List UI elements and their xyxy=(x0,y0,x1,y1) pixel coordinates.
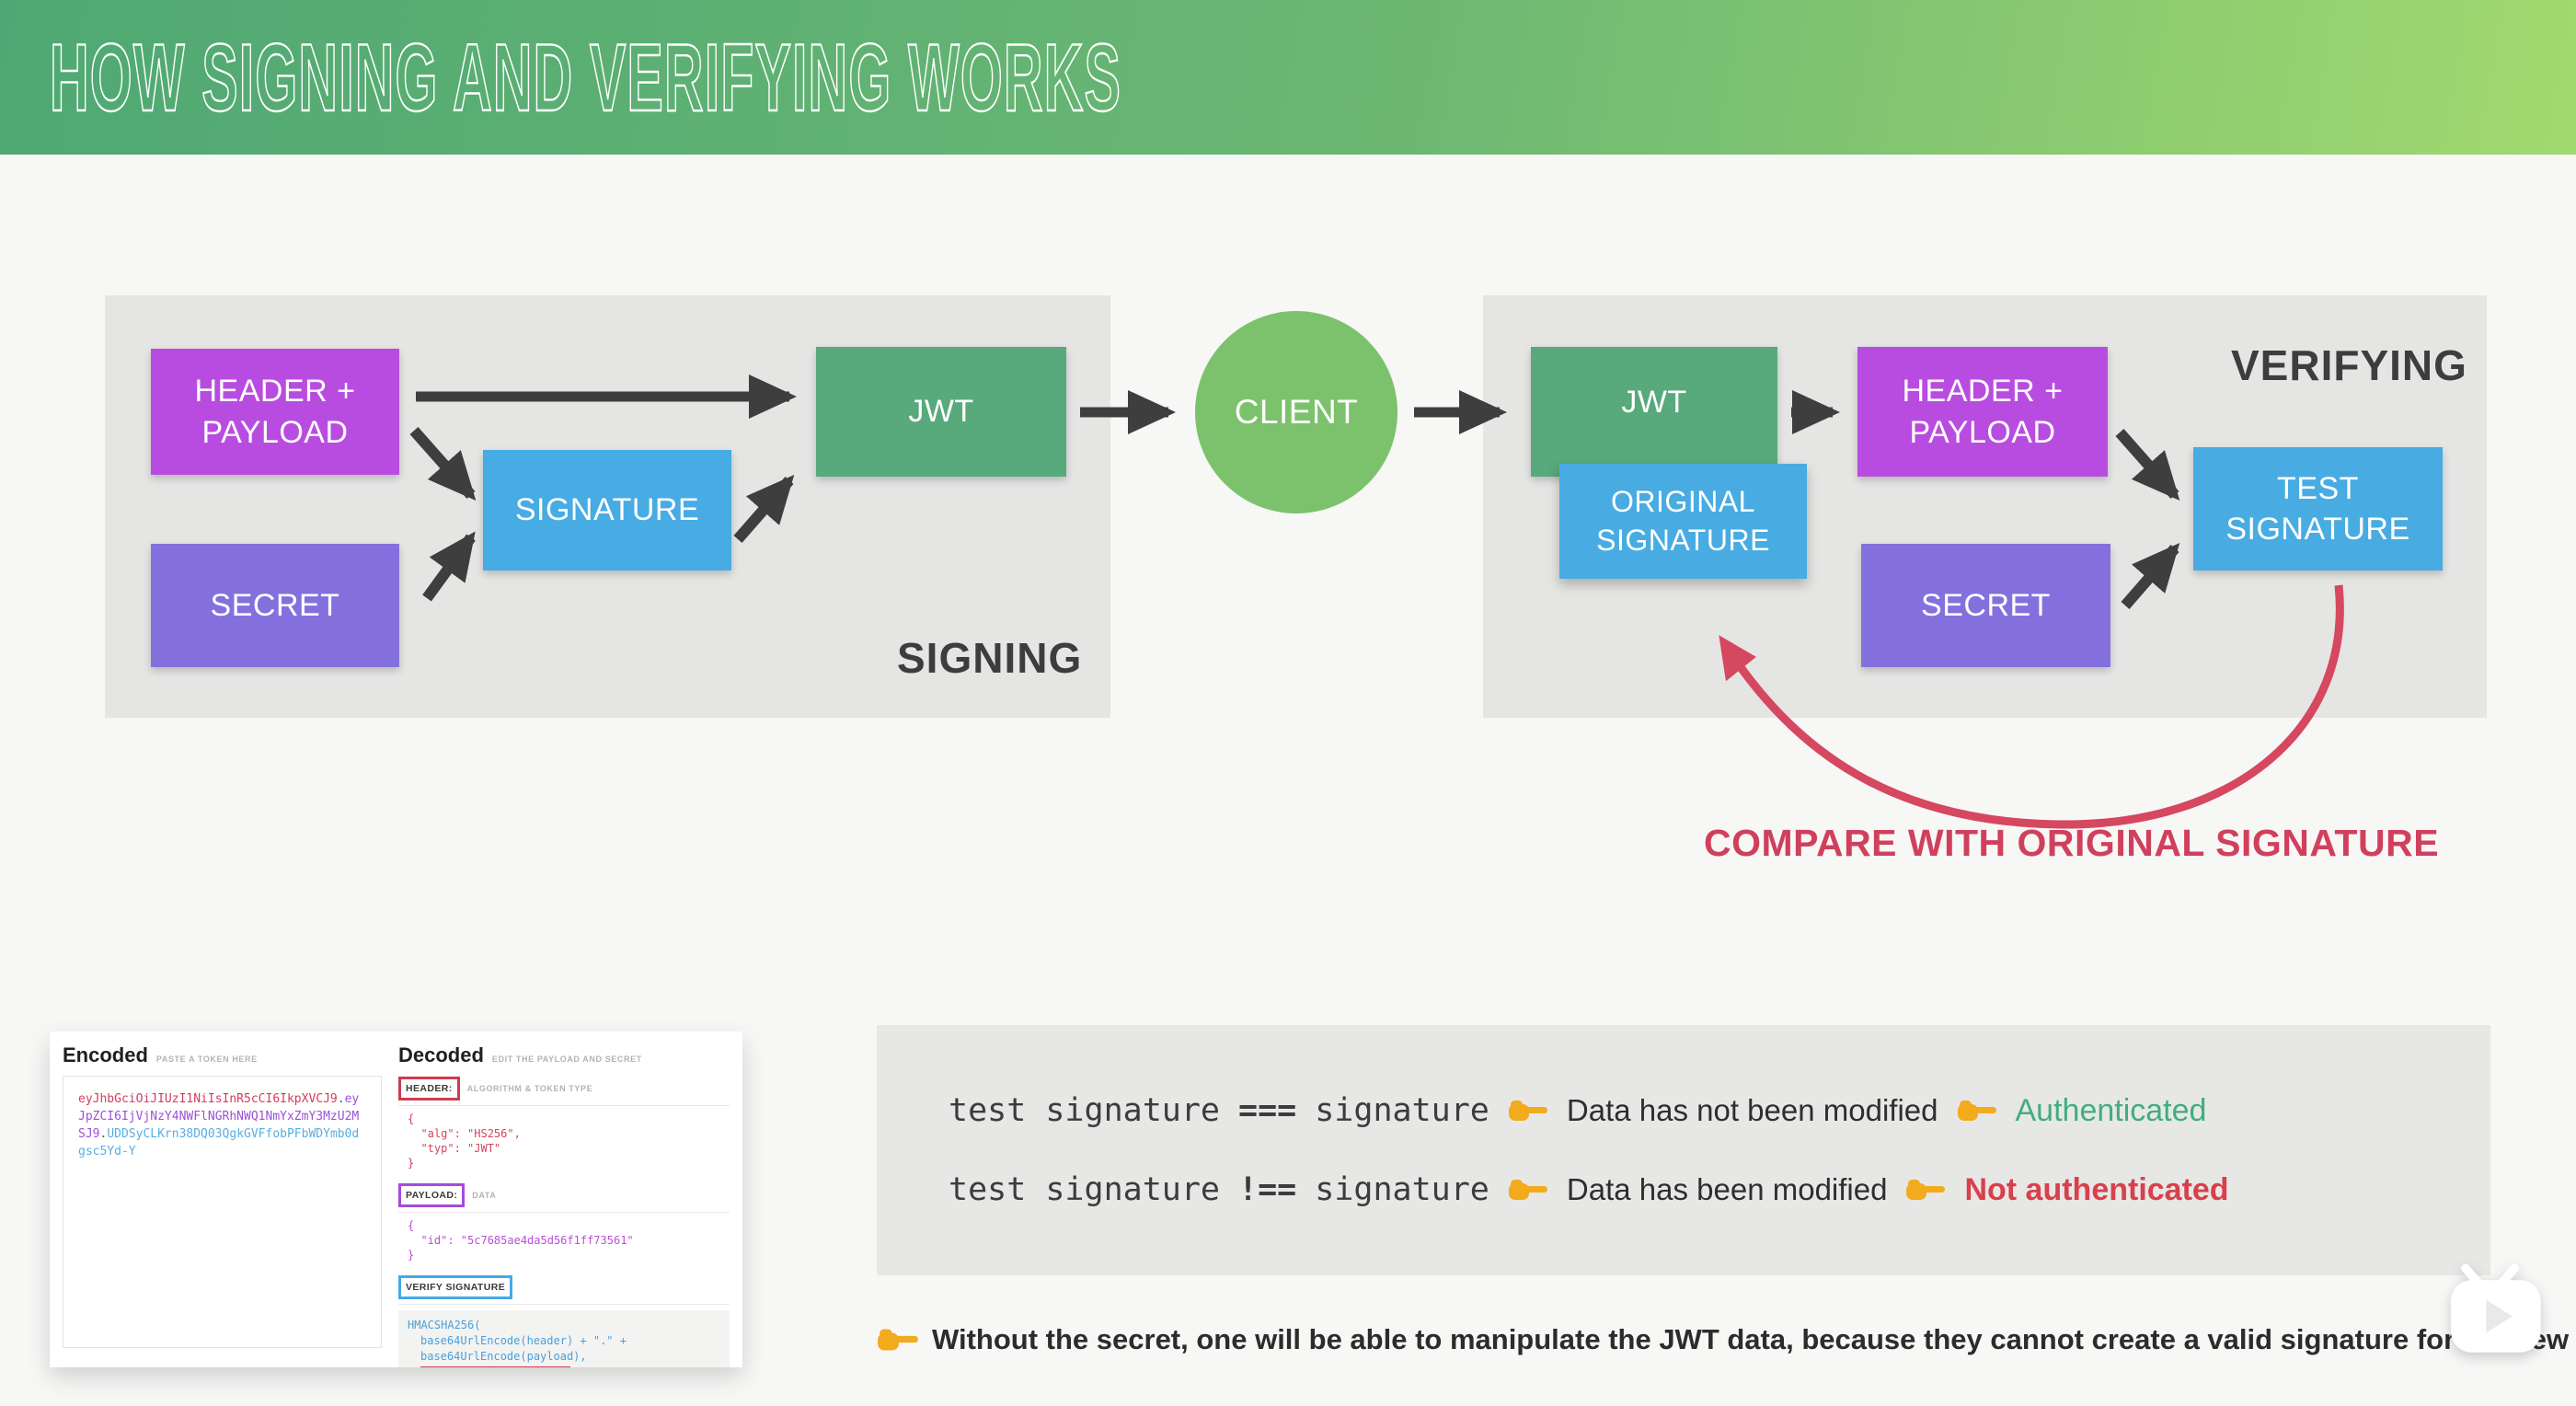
original-signature-label: ORIGINAL SIGNATURE xyxy=(1596,484,1770,557)
pointing-right-hand-icon xyxy=(1508,1180,1547,1200)
pointing-right-hand-icon xyxy=(878,1329,918,1351)
code-signature: signature xyxy=(1315,1092,1489,1129)
encoded-subtitle: PASTE A TOKEN HERE xyxy=(155,1054,258,1064)
secret-box: SECRET xyxy=(151,544,399,667)
decoded-subtitle: EDIT THE PAYLOAD AND SECRET xyxy=(491,1054,642,1064)
compare-label: COMPARE WITH ORIGINAL SIGNATURE xyxy=(1704,822,2440,864)
jwt-label: JWT xyxy=(1621,385,1687,420)
encoded-panel: Encoded PASTE A TOKEN HERE eyJhbGciOiJIU… xyxy=(63,1043,382,1355)
test-signature-box: TEST SIGNATURE xyxy=(2193,447,2443,570)
header-payload-label: HEADER + PAYLOAD xyxy=(194,374,356,450)
client-circle: CLIENT xyxy=(1195,311,1397,513)
pointing-right-hand-icon xyxy=(1508,1101,1547,1121)
header-payload-label: HEADER + PAYLOAD xyxy=(1902,374,2064,450)
payload-sublabel: DATA xyxy=(472,1191,497,1200)
pointing-right-hand-icon xyxy=(1957,1101,1996,1121)
token-dot: . xyxy=(99,1127,108,1141)
payload-section-row: PAYLOAD: DATA xyxy=(398,1180,730,1213)
token-signature-part: UDDSyCLKrn38DQ03QgkGVFfobPFbWDYmb0dgsc5Y… xyxy=(78,1127,360,1158)
token-dot: . xyxy=(337,1092,345,1106)
decoded-header: Decoded EDIT THE PAYLOAD AND SECRET xyxy=(398,1043,730,1067)
play-triangle-icon xyxy=(2486,1299,2513,1333)
header-bar: HOW SIGNING AND VERIFYING WORKS xyxy=(0,0,2576,155)
client-label: CLIENT xyxy=(1234,392,1359,431)
header-payload-box-verifying: HEADER + PAYLOAD xyxy=(1857,347,2108,477)
comparison-note: Data has not been modified xyxy=(1566,1093,1938,1127)
result-authenticated: Authenticated xyxy=(2015,1092,2207,1128)
header-sublabel: ALGORITHM & TOKEN TYPE xyxy=(466,1084,593,1093)
verifying-label: VERIFYING xyxy=(2231,341,2467,389)
encoded-title: Encoded xyxy=(63,1043,148,1066)
encoded-token-field: eyJhbGciOiJIUzI1NiIsInR5cCI6IkpXVCJ9.eyJ… xyxy=(63,1076,382,1348)
footnote: Without the secret, one will be able to … xyxy=(877,1323,2576,1356)
header-chip: HEADER: xyxy=(398,1077,460,1101)
jwt-box-verifying: JWT xyxy=(1531,347,1777,477)
secret-box-verifying: SECRET xyxy=(1861,544,2110,667)
jwt-box-signing: JWT xyxy=(816,347,1066,477)
decoded-panel: Decoded EDIT THE PAYLOAD AND SECRET HEAD… xyxy=(398,1043,730,1367)
signature-box: SIGNATURE xyxy=(483,450,731,570)
payload-chip: PAYLOAD: xyxy=(398,1183,466,1207)
header-section-row: HEADER: ALGORITHM & TOKEN TYPE xyxy=(398,1073,730,1106)
secret-label: SECRET xyxy=(1921,587,2051,623)
code-test-signature: test signature xyxy=(949,1092,1221,1129)
verify-code-line: base64UrlEncode(header) + "." + xyxy=(420,1334,627,1347)
decoded-title: Decoded xyxy=(398,1043,484,1066)
encoded-header: Encoded PASTE A TOKEN HERE xyxy=(63,1043,382,1067)
test-signature-label: TEST SIGNATURE xyxy=(2225,470,2410,547)
tv-play-button[interactable] xyxy=(2449,1262,2547,1354)
secret-label: SECRET xyxy=(210,587,340,623)
token-payload-part: eyJpZCI6IjVjNzY4NWFlNGRhNWQ1NmYxZmY3MzU2… xyxy=(78,1092,360,1141)
verify-section-row: VERIFY SIGNATURE xyxy=(398,1272,730,1305)
code-test-signature: test signature xyxy=(949,1171,1221,1208)
verify-signature-chip: VERIFY SIGNATURE xyxy=(398,1275,513,1299)
header-payload-box: HEADER + PAYLOAD xyxy=(151,349,399,475)
page-title-svg: HOW SIGNING AND VERIFYING WORKS xyxy=(49,24,1121,133)
jwt-label: JWT xyxy=(908,394,974,430)
page-title: HOW SIGNING AND VERIFYING WORKS xyxy=(50,25,1121,132)
code-signature: signature xyxy=(1315,1171,1489,1208)
original-signature-box: ORIGINAL SIGNATURE xyxy=(1559,464,1807,579)
signature-label: SIGNATURE xyxy=(514,492,700,528)
signing-label: SIGNING xyxy=(897,634,1083,682)
header-json-code: { "alg": "HS256", "typ": "JWT" } xyxy=(408,1112,521,1170)
secret-input-highlight: my-very-secret-secre xyxy=(420,1366,570,1367)
jwt-debugger-card: Encoded PASTE A TOKEN HERE eyJhbGciOiJIU… xyxy=(50,1031,742,1367)
equality-operator: === xyxy=(1238,1092,1297,1129)
comparison-box: test signature === signature Data has no… xyxy=(877,1025,2490,1275)
comparison-note: Data has been modified xyxy=(1566,1172,1888,1206)
comparison-row-authenticated: test signature === signature Data has no… xyxy=(949,1092,2490,1129)
verify-signature-code: HMACSHA256( base64UrlEncode(header) + ".… xyxy=(398,1310,730,1367)
result-not-authenticated: Not authenticated xyxy=(1964,1171,2229,1207)
comparison-row-not-authenticated: test signature !== signature Data has be… xyxy=(949,1171,2490,1208)
verify-secret-wrap: my-very-secret-secre xyxy=(408,1365,720,1367)
verify-code-line: base64UrlEncode(payload), xyxy=(420,1350,587,1363)
verify-code-line: HMACSHA256( xyxy=(408,1319,481,1331)
inequality-operator: !== xyxy=(1238,1171,1297,1208)
token-header-part: eyJhbGciOiJIUzI1NiIsInR5cCI6IkpXVCJ9 xyxy=(78,1092,338,1106)
pointing-right-hand-icon xyxy=(1906,1180,1946,1200)
footnote-text: Without the secret, one will be able to … xyxy=(932,1323,2576,1355)
payload-json-code: { "id": "5c7685ae4da5d56f1ff73561" } xyxy=(408,1219,634,1262)
